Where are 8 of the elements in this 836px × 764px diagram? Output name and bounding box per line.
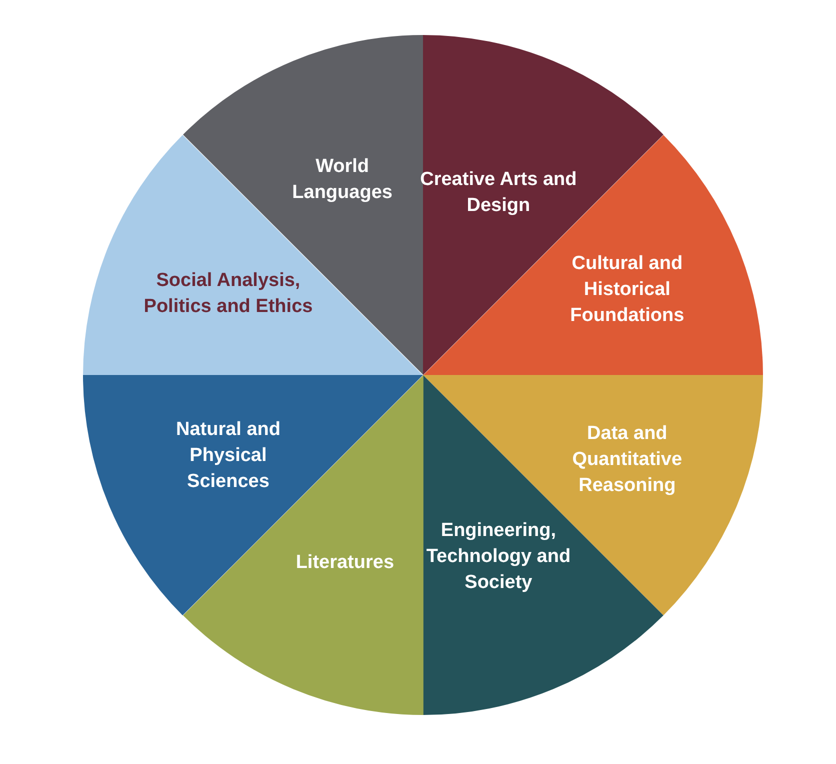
slice-label: Data and Quantitative Reasoning bbox=[571, 422, 684, 498]
slice-label: Creative Arts and Design bbox=[419, 168, 578, 218]
slice-label: Literatures bbox=[294, 551, 396, 576]
slice-label: Engineering, Technology and Society bbox=[425, 519, 572, 596]
slice-label: Cultural and Historical Foundations bbox=[569, 252, 686, 328]
slice-label: Natural and Physical Sciences bbox=[174, 418, 282, 494]
slice-label: Social Analysis, Politics and Ethics bbox=[142, 269, 314, 320]
slice-label: World Languages bbox=[291, 155, 394, 206]
